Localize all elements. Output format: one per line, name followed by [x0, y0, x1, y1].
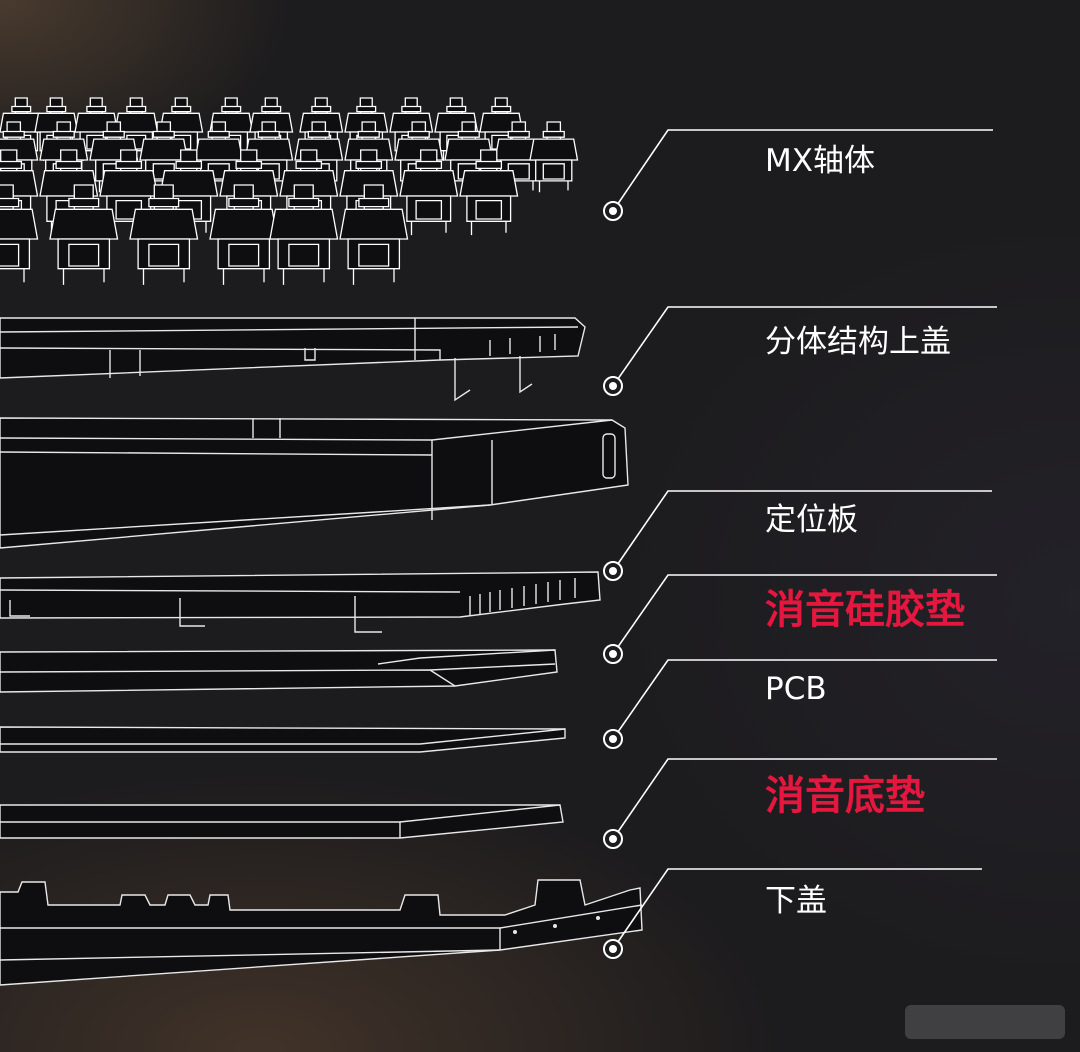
mechanical-switch-icon	[459, 149, 519, 236]
label-pcb: PCB	[765, 671, 827, 707]
callout-dot-core	[609, 207, 617, 215]
top-case-frame	[0, 417, 629, 549]
mechanical-switch-icon	[0, 184, 39, 283]
mechanical-switch-icon	[399, 149, 459, 236]
label-top-case: 分体结构上盖	[765, 324, 951, 360]
mechanical-switch-icon	[269, 184, 339, 285]
watermark-logo	[905, 1005, 1065, 1039]
label-silicone-pad: 消音硅胶垫	[765, 587, 965, 633]
mechanical-switch-icon	[339, 184, 409, 285]
callout-line-pcb	[612, 659, 997, 740]
callout-line-bottom-case	[612, 868, 982, 950]
plate-layer	[0, 571, 601, 633]
bottom-case-layer	[0, 879, 643, 986]
label-plate: 定位板	[765, 502, 858, 538]
label-bottom-pad: 消音底垫	[765, 773, 925, 819]
mechanical-switch-icon	[529, 121, 579, 193]
callout-line-silicone-pad	[612, 574, 997, 655]
callout-dot-core	[609, 835, 617, 843]
label-bottom-case: 下盖	[765, 883, 827, 919]
callout-line-mx-switch	[612, 129, 993, 212]
mx-switch-array	[0, 97, 579, 285]
pcb-layer	[0, 726, 566, 753]
mechanical-switch-icon	[49, 184, 119, 285]
top-case-layer	[0, 317, 586, 402]
callout-dot-core	[609, 735, 617, 743]
callout-dot-core	[609, 945, 617, 953]
silicone-pad-layer	[0, 649, 558, 693]
callout-dot-core	[609, 567, 617, 575]
mechanical-switch-icon	[129, 184, 199, 285]
callout-leaders	[603, 129, 997, 959]
callout-dot-core	[609, 382, 617, 390]
callout-line-plate	[612, 490, 992, 572]
callout-line-top-case	[612, 306, 997, 387]
label-mx-switch: MX轴体	[765, 143, 875, 179]
callout-line-bottom-pad	[612, 758, 997, 840]
bottom-pad-layer	[0, 804, 564, 839]
callout-dot-core	[609, 650, 617, 658]
mechanical-switch-icon	[209, 184, 279, 285]
